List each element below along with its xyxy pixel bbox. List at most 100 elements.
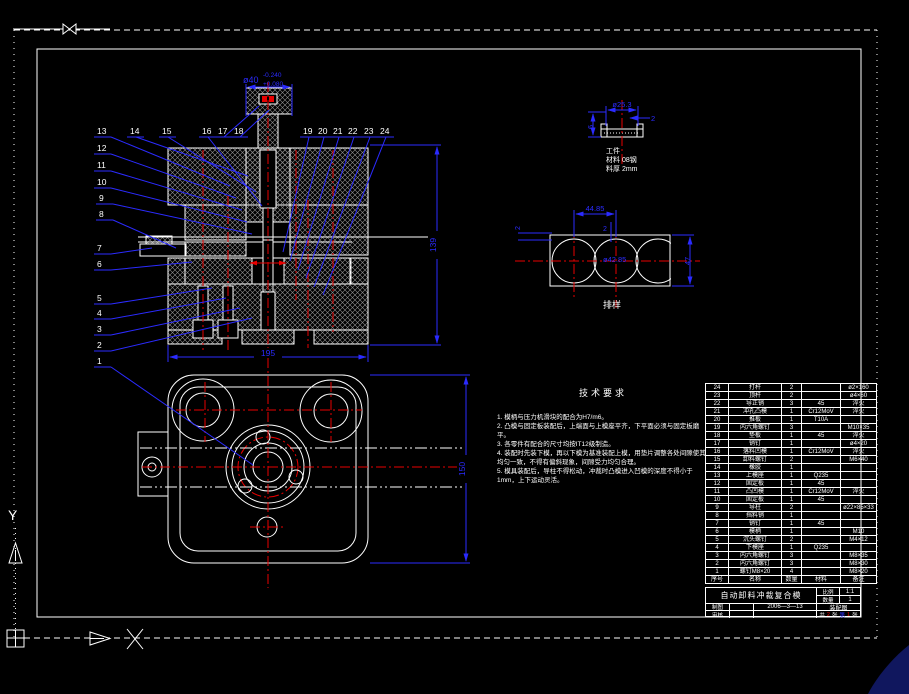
section-dimensions: ø40 -0.240 +0.080 195 139: [167, 72, 441, 362]
strip-caption: 排样: [603, 299, 621, 310]
ucs-icon: Y: [6, 507, 144, 650]
dim-139: 139: [428, 238, 438, 252]
bom-row-cell: [801, 455, 841, 464]
bom-row-cell: 1: [781, 431, 802, 440]
bom-row-cell: Cr12MoV: [801, 407, 841, 416]
bom-row-cell: 销钉: [728, 439, 782, 448]
bom-row-cell: 3: [781, 559, 802, 568]
leader-line: [110, 136, 231, 187]
bom-row-cell: ø4×60: [840, 391, 877, 400]
bom-row-cell: ø22×85×33: [840, 503, 877, 512]
item-number-label: 20: [318, 126, 328, 136]
bom-row-cell: [801, 559, 841, 568]
item-number-label: 24: [380, 126, 390, 136]
bom-row-cell: ø4×20: [840, 439, 877, 448]
bom-row-cell: M6×40: [840, 455, 877, 464]
title-block: 自动卸料冲裁复合模 制图 2006—3—13 审核 比例 1:1 数量 1 装配…: [705, 587, 861, 619]
corner-wedge: [868, 645, 909, 694]
bom-row-cell: 2: [781, 391, 802, 400]
bom-row-cell: [840, 511, 877, 520]
bom-row-cell: [840, 495, 877, 504]
bom-row-cell: 1: [781, 487, 802, 496]
bom-row-cell: 13: [705, 471, 729, 480]
bom-row-cell: 上模座: [728, 471, 782, 480]
bom-row-cell: 5: [705, 535, 729, 544]
bom-row-cell: [840, 415, 877, 424]
bom-row-cell: 1: [781, 415, 802, 424]
dim-part-height: 6: [586, 125, 595, 129]
dim-195: 195: [261, 348, 275, 358]
bom-row-cell: 3: [781, 423, 802, 432]
bom-row-cell: 6: [705, 527, 729, 536]
bom-row-cell: Q235: [801, 471, 841, 480]
bom-row-cell: 1: [705, 567, 729, 576]
leader-line: [110, 317, 253, 352]
bom-row-cell: [801, 439, 841, 448]
item-number-label: 14: [130, 126, 140, 136]
item-number-label: 17: [218, 126, 228, 136]
bom-row-cell: M10: [840, 527, 877, 536]
sheet-count-part: 1: [847, 611, 851, 618]
bom-row-cell: 内六角螺钉: [728, 559, 782, 568]
bom-row-cell: 淬火: [840, 487, 877, 496]
bom-row-cell: [840, 543, 877, 552]
tech-title: 技术要求: [578, 388, 627, 398]
bom-row-cell: M8×35: [840, 551, 877, 560]
leader-line: [297, 136, 340, 271]
doc-type: 装配图: [817, 604, 860, 611]
bom-row-cell: 19: [705, 423, 729, 432]
ucs-x-mark: [126, 628, 144, 650]
bom-row-cell: [840, 479, 877, 488]
tech-requirements: 技术要求 1. 模柄与压力机滑块的配合为H7/m6。2. 凸模与固定板装配后，上…: [497, 386, 709, 485]
bom-row-cell: 2: [781, 455, 802, 464]
sheet-count-part: 张: [852, 612, 858, 619]
item-number-label: 23: [364, 126, 374, 136]
dim-part-thickness: 2: [651, 114, 655, 123]
bom-row-cell: [840, 463, 877, 472]
bom-row-cell: 20: [705, 415, 729, 424]
bom-row-cell: [801, 535, 841, 544]
bom-row-cell: 下模座: [728, 543, 782, 552]
item-number-label: 10: [97, 177, 107, 187]
item-number-label: 7: [97, 243, 102, 253]
bom-row-cell: 2: [781, 383, 802, 392]
bom-row-cell: [840, 519, 877, 528]
bom-row-cell: ø2×160: [840, 383, 877, 392]
bom-row-cell: 21: [705, 407, 729, 416]
bom-row-cell: 2: [781, 503, 802, 512]
bom-row-cell: [801, 551, 841, 560]
bom-row-cell: 1: [781, 463, 802, 472]
item-number-label: 21: [333, 126, 343, 136]
bom-row-cell: 11: [705, 487, 729, 496]
tech-item: 2. 凸模与固定板装配后，上端面与上模座平齐，下平面必须与固定板磨平。: [497, 423, 700, 439]
bom-row-cell: 导柱: [728, 503, 782, 512]
bom-row-cell: 沉头螺钉: [728, 535, 782, 544]
bom-row-cell: 23: [705, 391, 729, 400]
item-number-label: 5: [97, 293, 102, 303]
item-number-label: 2: [97, 340, 102, 350]
item-number-label: 4: [97, 308, 102, 318]
dim-strip-width: 47: [683, 257, 692, 265]
leader-line: [223, 105, 260, 138]
workpiece-notes: 工件材料 08钢料厚 2mm: [606, 147, 638, 174]
item-number-label: 13: [97, 126, 107, 136]
bom-row-cell: 淬火: [840, 407, 877, 416]
leader-line: [282, 136, 310, 253]
item-number-label: 22: [348, 126, 358, 136]
bom-row-cell: 1: [781, 511, 802, 520]
bom-row-cell: 淬火: [840, 399, 877, 408]
bom-row-cell: 淬火: [840, 447, 877, 456]
bom-row-cell: 14: [705, 463, 729, 472]
bom-row-cell: 1: [781, 479, 802, 488]
